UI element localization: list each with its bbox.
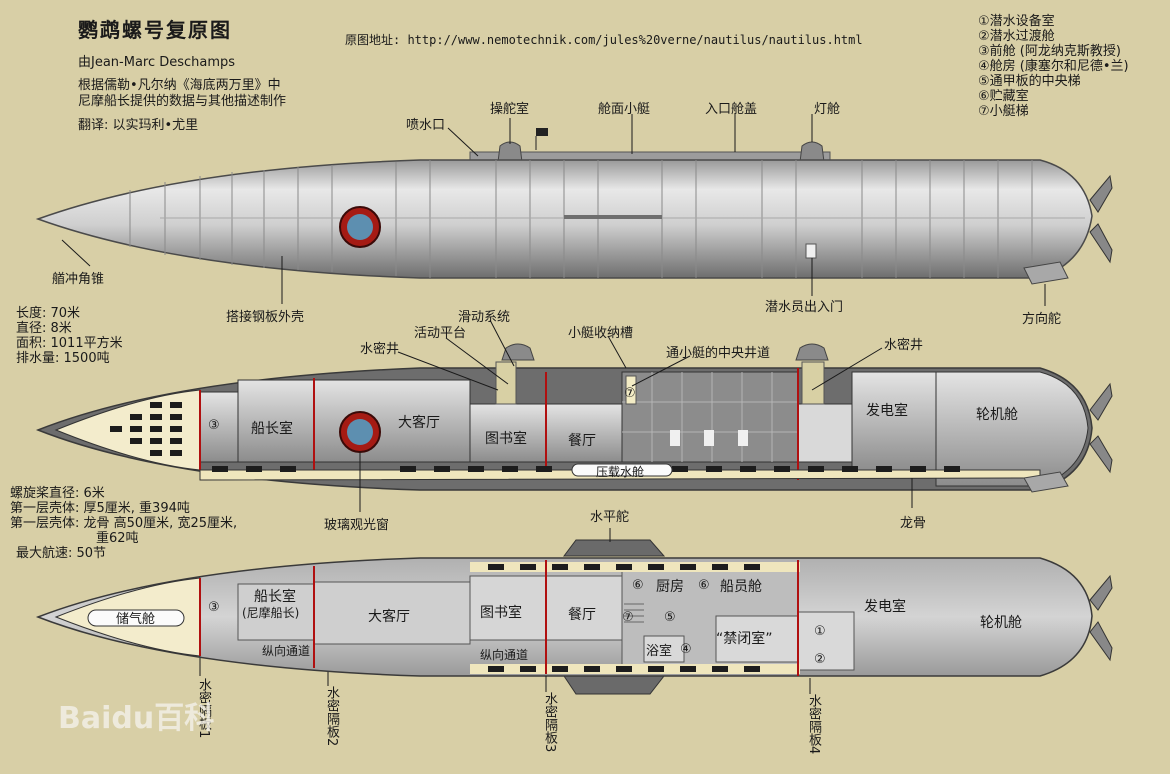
legend: ①潜水设备室 ②潜水过渡舱 ③前舱 (阿龙纳克斯教授) ④舱房 (康塞尔和尼德•… bbox=[978, 14, 1129, 119]
plan-corridor-b: 纵向通道 bbox=[480, 648, 529, 662]
plan-kitchen: 厨房 bbox=[656, 579, 684, 595]
room-engine: 轮机舱 bbox=[976, 407, 1018, 423]
spec-line: 最大航速: 50节 bbox=[16, 546, 107, 561]
bulkhead-3-label: 水密隔板3 bbox=[542, 692, 557, 753]
plan-engine: 轮机舱 bbox=[980, 615, 1022, 631]
author-line: 由Jean-Marc Deschamps bbox=[78, 55, 236, 70]
description-line-1: 根据儒勒•凡尔纳《海底两万里》中 bbox=[78, 78, 281, 93]
label-keel: 龙骨 bbox=[900, 516, 927, 531]
translator-line: 翻译: 以实玛利•尤里 bbox=[78, 118, 199, 133]
description-line-2: 尼摩船长提供的数据与其他描述制作 bbox=[78, 94, 287, 109]
plan-captain-sub: (尼摩船长) bbox=[242, 606, 300, 620]
legend-item: ①潜水设备室 bbox=[978, 14, 1055, 29]
label-slide-system: 滑动系统 bbox=[458, 310, 511, 325]
plan-generator: 发电室 bbox=[864, 599, 906, 615]
label-central-shaft: 通小艇的中央井道 bbox=[666, 346, 771, 361]
plan-brig: “禁闭室” bbox=[716, 631, 773, 647]
bulkhead-2-label: 水密隔板2 bbox=[324, 686, 339, 747]
legend-item: ②潜水过渡舱 bbox=[978, 29, 1055, 44]
plan-number-3: ③ bbox=[208, 600, 220, 615]
label-watertight-well-left: 水密井 bbox=[360, 342, 400, 357]
plan-marker-5: ⑤ bbox=[664, 610, 676, 625]
label-hatch: 入口舱盖 bbox=[705, 102, 758, 117]
label-plating: 搭接钢板外壳 bbox=[226, 310, 305, 325]
plan-marker-2: ② bbox=[814, 652, 826, 667]
bulkhead-4-label: 水密隔板4 bbox=[806, 694, 821, 755]
label-diver-door: 潜水员出入门 bbox=[765, 300, 844, 315]
legend-item: ⑤通甲板的中央梯 bbox=[978, 74, 1081, 89]
label-helm: 操舵室 bbox=[490, 102, 530, 117]
label-viewing-window: 玻璃观光窗 bbox=[324, 518, 390, 533]
plan-marker-1: ① bbox=[814, 624, 826, 639]
plan-bathroom: 浴室 bbox=[646, 644, 673, 659]
spec-line: 第一层壳体: 龙骨 高50厘米, 宽25厘米, bbox=[10, 516, 238, 531]
plan-grand-salon: 大客厅 bbox=[368, 609, 410, 625]
room-dining: 餐厅 bbox=[568, 433, 596, 449]
label-deck-boat: 舱面小艇 bbox=[598, 102, 651, 117]
plan-marker-6a: ⑥ bbox=[632, 578, 644, 593]
spec-line: 螺旋桨直径: 6米 bbox=[10, 486, 105, 501]
label-ram: 艏冲角锥 bbox=[52, 272, 105, 287]
source-url: 原图地址: http://www.nemotechnik.com/jules%2… bbox=[345, 33, 863, 47]
label-rudder: 方向舵 bbox=[1022, 312, 1062, 327]
specs-block-2: 螺旋桨直径: 6米 第一层壳体: 厚5厘米, 重394吨 第一层壳体: 龙骨 高… bbox=[10, 486, 237, 561]
plan-marker-7: ⑦ bbox=[622, 610, 634, 625]
room-air-tank: 储气舱 bbox=[116, 612, 156, 627]
spec-line: 面积: 1011平方米 bbox=[16, 336, 123, 351]
label-diving-planes: 水平舵 bbox=[590, 510, 630, 525]
plan-captain-cabin: 船长室 bbox=[254, 589, 296, 605]
label-boat-bay: 小艇收纳槽 bbox=[568, 326, 634, 341]
spec-line: 第一层壳体: 厚5厘米, 重394吨 bbox=[10, 501, 190, 516]
legend-item: ⑦小艇梯 bbox=[978, 104, 1029, 119]
legend-item: ④舱房 (康塞尔和尼德•兰) bbox=[978, 59, 1129, 74]
room-generator: 发电室 bbox=[866, 403, 908, 419]
label-spray-vent: 喷水口 bbox=[406, 118, 446, 133]
spec-line: 直径: 8米 bbox=[16, 321, 72, 336]
plan-view bbox=[35, 528, 1113, 695]
marker-7: ⑦ bbox=[624, 386, 636, 401]
plan-crew-quarters: 船员舱 bbox=[720, 579, 762, 595]
plan-marker-4: ④ bbox=[680, 642, 692, 657]
room-captain-cabin: 船长室 bbox=[251, 421, 293, 437]
legend-item: ③前舱 (阿龙纳克斯教授) bbox=[978, 44, 1121, 59]
legend-item: ⑥贮藏室 bbox=[978, 89, 1029, 104]
diagram-title: 鹦鹉螺号复原图 bbox=[78, 18, 232, 42]
room-number-3: ③ bbox=[208, 418, 220, 433]
room-grand-salon: 大客厅 bbox=[398, 415, 440, 431]
room-library: 图书室 bbox=[485, 431, 527, 447]
exterior-view bbox=[35, 114, 1113, 306]
plan-dining: 餐厅 bbox=[568, 607, 596, 623]
label-platform: 活动平台 bbox=[414, 326, 467, 341]
spec-line: 排水量: 1500吨 bbox=[16, 351, 110, 366]
spec-line: 重62吨 bbox=[96, 531, 139, 546]
plan-corridor-a: 纵向通道 bbox=[262, 644, 311, 658]
label-lamp: 灯舱 bbox=[814, 102, 841, 117]
plan-library: 图书室 bbox=[480, 605, 522, 621]
label-watertight-well-right: 水密井 bbox=[884, 338, 924, 353]
specs-block-1: 长度: 70米 直径: 8米 面积: 1011平方米 排水量: 1500吨 bbox=[16, 306, 123, 366]
section-view bbox=[35, 319, 1113, 512]
baidu-watermark: Baidu百科 bbox=[58, 701, 215, 736]
spec-line: 长度: 70米 bbox=[16, 306, 81, 321]
bulkhead-1-label: 水密隔板1 bbox=[196, 678, 211, 739]
plan-marker-6b: ⑥ bbox=[698, 578, 710, 593]
room-ballast-tank: 压载水舱 bbox=[596, 465, 645, 479]
